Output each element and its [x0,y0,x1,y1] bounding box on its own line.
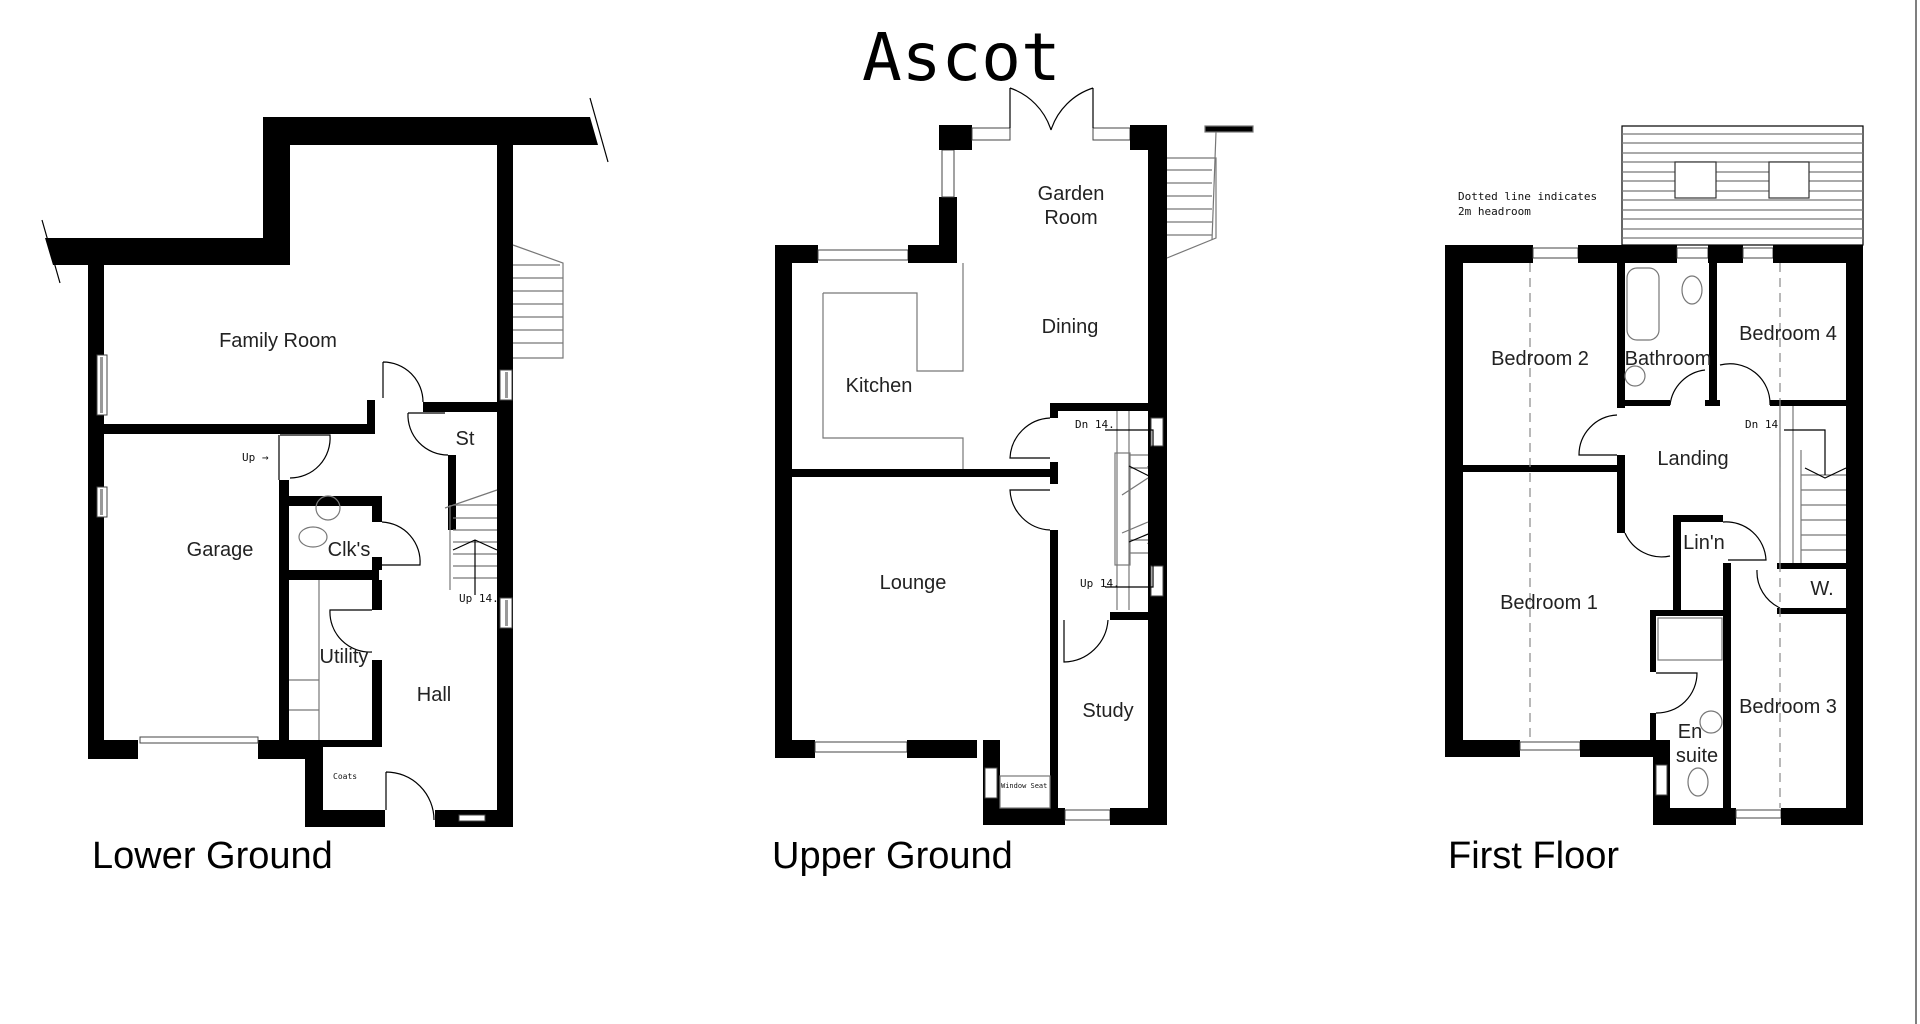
room-label-family-room: Family Room [219,330,337,352]
room-label-bathroom: Bathroom [1625,348,1712,370]
room-label-ensuite-1: En [1678,721,1702,743]
annotation-stairs-down: Dn 14. [1075,418,1115,431]
room-label-bedroom-2: Bedroom 2 [1491,348,1589,370]
room-label-hall: Hall [417,684,451,706]
room-label-landing: Landing [1657,448,1728,470]
room-label-lounge: Lounge [880,572,947,594]
external-stairs-lower [512,244,564,359]
floor-label-first-floor: First Floor [1448,835,1619,877]
plan-title: Ascot [862,19,1061,96]
internal-stairs-first [1779,406,1847,563]
annotation-stairs-up: Up 14. [1080,577,1120,590]
room-label-room: Room [1044,207,1097,229]
room-label-coats: Coats [333,772,357,781]
room-label-garden: Garden [1038,183,1105,205]
room-label-store: St [456,428,475,450]
annotation-stairs-up: Up 14. [459,592,499,605]
room-label-bedroom-1: Bedroom 1 [1500,592,1598,614]
first-floor-plan: Dotted line indicates 2m headroom [1445,125,1864,877]
label-window-seat: Window Seat [1001,782,1047,790]
internal-stairs-lower [444,489,498,595]
annotation-up-arrow: Up → [242,451,269,464]
room-label-ensuite-2: suite [1676,745,1718,767]
room-label-utility: Utility [320,646,369,668]
room-label-study: Study [1082,700,1133,722]
note-line-1: Dotted line indicates [1458,190,1597,203]
room-label-dining: Dining [1042,316,1099,338]
room-label-garage: Garage [187,539,254,561]
floor-label-upper-ground: Upper Ground [772,835,1013,877]
room-label-linen: Lin'n [1683,532,1725,554]
wall-east [497,145,513,827]
annotation-stairs-down: Dn 14 [1745,418,1778,431]
roof-hatch [1621,125,1864,246]
external-stairs-upper [1166,125,1254,259]
note-line-2: 2m headroom [1458,205,1531,218]
lower-ground-plan: Family Room Garage Clk's Utility Hall St… [41,97,609,877]
room-label-kitchen: Kitchen [846,375,913,397]
room-label-bedroom-3: Bedroom 3 [1739,696,1837,718]
floor-label-lower-ground: Lower Ground [92,835,333,877]
room-label-wardrobe: W. [1810,578,1833,600]
internal-stairs-upper [1105,411,1155,610]
wall-north-stepped [45,117,598,265]
room-label-clks: Clk's [328,539,371,561]
room-label-bedroom-4: Bedroom 4 [1739,323,1837,345]
upper-ground-plan: Garden Room Dining Kitchen Lounge Study … [772,87,1254,877]
